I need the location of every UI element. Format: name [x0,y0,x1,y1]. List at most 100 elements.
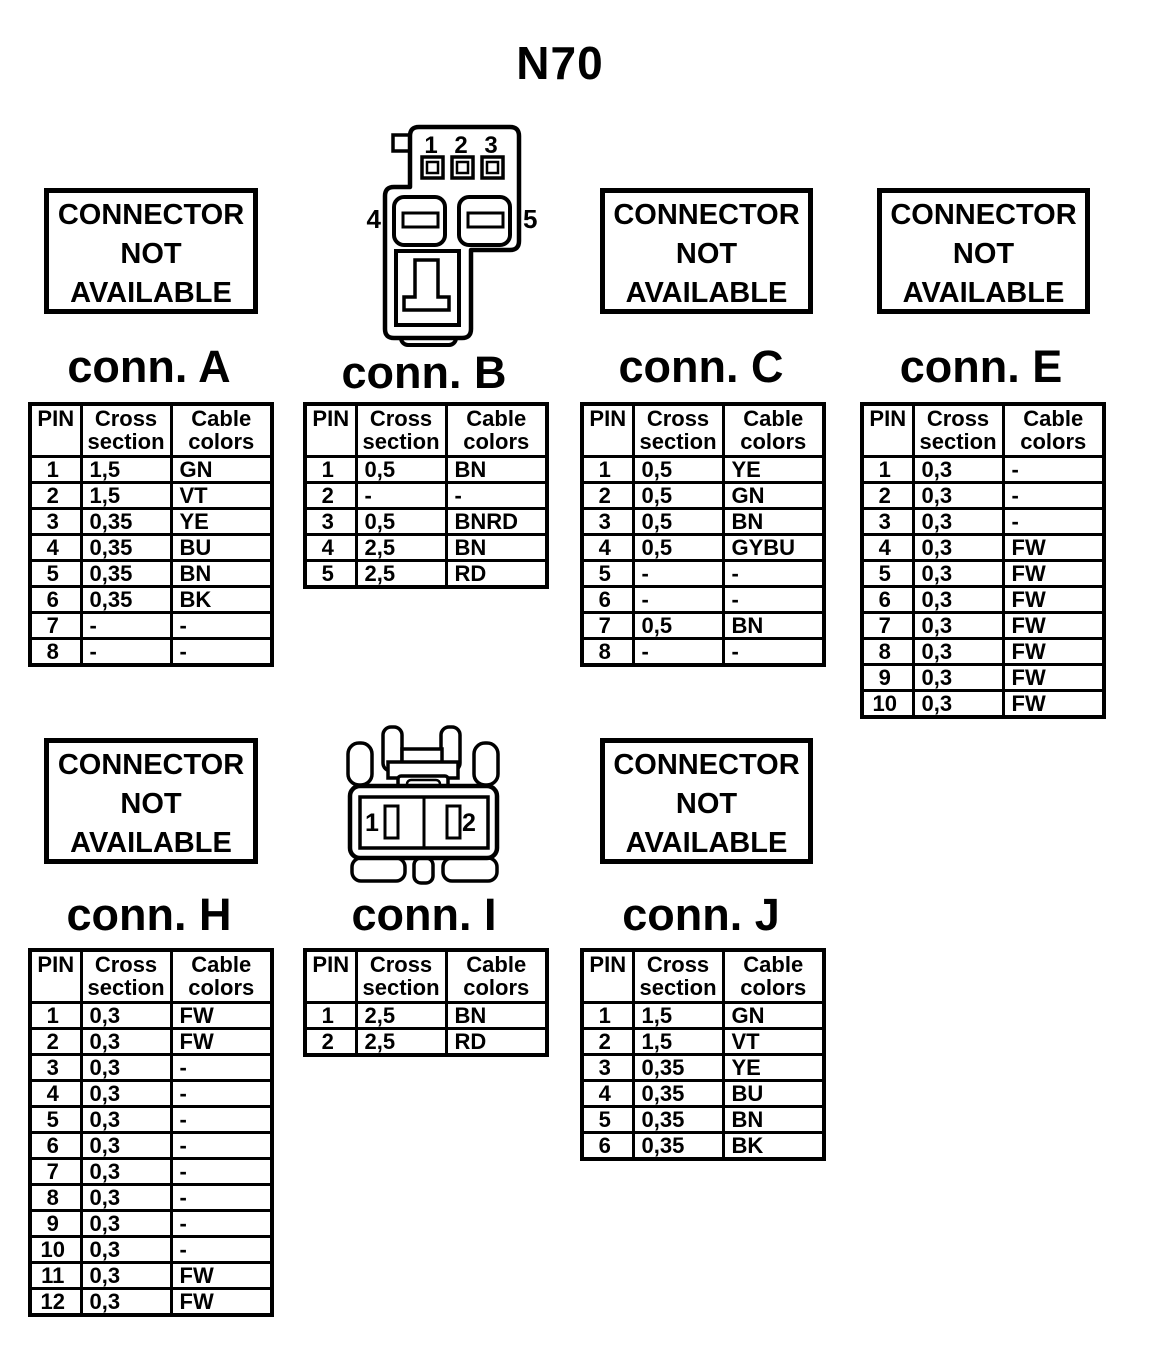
pin-cell: 2 [303,1027,358,1057]
pin-cell: 9 [860,663,915,692]
cable-color-cell: RD [444,559,549,589]
pin-cell: 2 [580,1027,635,1056]
pin-cell: 8 [860,637,915,666]
cross-section-cell: 0,3 [79,1235,173,1264]
cable-color-cell: YE [721,455,826,484]
not-available-line: AVAILABLE [902,277,1065,309]
cross-section-cell: 0,3 [911,481,1005,510]
cross-section-cell: 1,5 [79,481,173,510]
cross-section-cell: 0,35 [631,1053,725,1082]
conn-e-label: conn. E [899,341,1063,392]
cross-section-column-header: Cross section [354,948,448,1004]
cross-section-cell: 2,5 [354,559,448,589]
cable-color-cell: FW [1001,559,1106,588]
pin-number-label: 2 [454,132,467,159]
cable-color-cell: YE [721,1053,826,1082]
cross-section-cell: 0,3 [911,585,1005,614]
pin-cell: 8 [28,637,83,667]
cable-color-cell: - [169,611,274,640]
cable-colors-column-header: Cable colors [169,948,274,1004]
cable-color-cell: BK [169,585,274,614]
pin-cell: 9 [28,1209,83,1238]
pin-cell: 5 [28,559,83,588]
table-header-row: PIN Cross section Cable colors [28,402,274,458]
conn-a-not-available-box: CONNECTOR NOT AVAILABLE [44,188,258,314]
cable-color-cell: GYBU [721,533,826,562]
cross-section-cell: 1,5 [79,455,173,484]
cable-color-cell: GN [721,481,826,510]
not-available-line: CONNECTOR [613,199,800,231]
not-available-line: CONNECTOR [57,749,245,781]
cable-color-cell: FW [1001,663,1106,692]
pin-cell: 6 [28,1131,83,1160]
cross-section-column-header: Cross section [79,402,173,458]
conn-h-label: conn. H [66,889,232,940]
table-header-row: PIN Cross section Cable colors [28,948,274,1004]
cross-section-cell: - [79,637,173,667]
cable-colors-column-header: Cable colors [444,402,549,458]
conn-j-label: conn. J [622,889,780,940]
cable-color-cell: FW [169,1261,274,1290]
pin-cell: 6 [860,585,915,614]
pin-cell: 1 [303,455,358,484]
cross-section-cell: 0,35 [79,507,173,536]
cross-section-cell: 0,5 [354,455,448,484]
pin-cell: 3 [28,1053,83,1082]
cable-color-cell: - [169,1235,274,1264]
not-available-line: CONNECTOR [613,749,800,781]
cross-section-cell: - [631,559,725,588]
cross-section-cell: 0,5 [631,507,725,536]
cable-color-cell: - [721,585,826,614]
cross-section-cell: 0,35 [79,533,173,562]
cross-section-cell: 0,35 [631,1105,725,1134]
pin-column-header: PIN [860,402,915,458]
pin-cell: 5 [303,559,358,589]
pin-cell: 6 [580,585,635,614]
pin-number-label: 4 [367,204,382,234]
pin-cell: 1 [28,455,83,484]
cable-color-cell: BN [721,1105,826,1134]
cross-section-cell: 0,35 [631,1131,725,1161]
pin-cell: 7 [860,611,915,640]
cable-color-cell: BN [444,455,549,484]
cable-color-cell: - [169,1157,274,1186]
not-available-line: AVAILABLE [70,827,232,859]
cross-section-cell: 0,3 [79,1131,173,1160]
not-available-line: AVAILABLE [625,827,788,859]
cable-color-cell: YE [169,507,274,536]
cross-section-cell: 0,3 [79,1079,173,1108]
conn-i-connector-drawing: 1 2 [346,725,500,885]
cable-color-cell: FW [169,1287,274,1317]
table-row: 6-- [580,585,826,614]
cross-section-cell: 0,5 [631,481,725,510]
cross-section-cell: 0,3 [79,1105,173,1134]
cross-section-cell: 0,35 [631,1079,725,1108]
pin-column-header: PIN [580,948,635,1004]
pin-cell: 11 [28,1261,83,1290]
cross-section-cell: 0,3 [79,1157,173,1186]
pin-cell: 1 [28,1001,83,1030]
pin-column-header: PIN [303,402,358,458]
cable-color-cell: GN [721,1001,826,1030]
pin-cell: 12 [28,1287,83,1317]
pin-cell: 1 [580,455,635,484]
cross-section-cell: 0,3 [911,559,1005,588]
pin-cell: 3 [303,507,358,536]
cable-colors-column-header: Cable colors [1001,402,1106,458]
cross-section-cell: - [354,481,448,510]
cable-color-cell: FW [169,1001,274,1030]
cable-color-cell: - [1001,455,1106,484]
pin-cell: 5 [580,1105,635,1134]
